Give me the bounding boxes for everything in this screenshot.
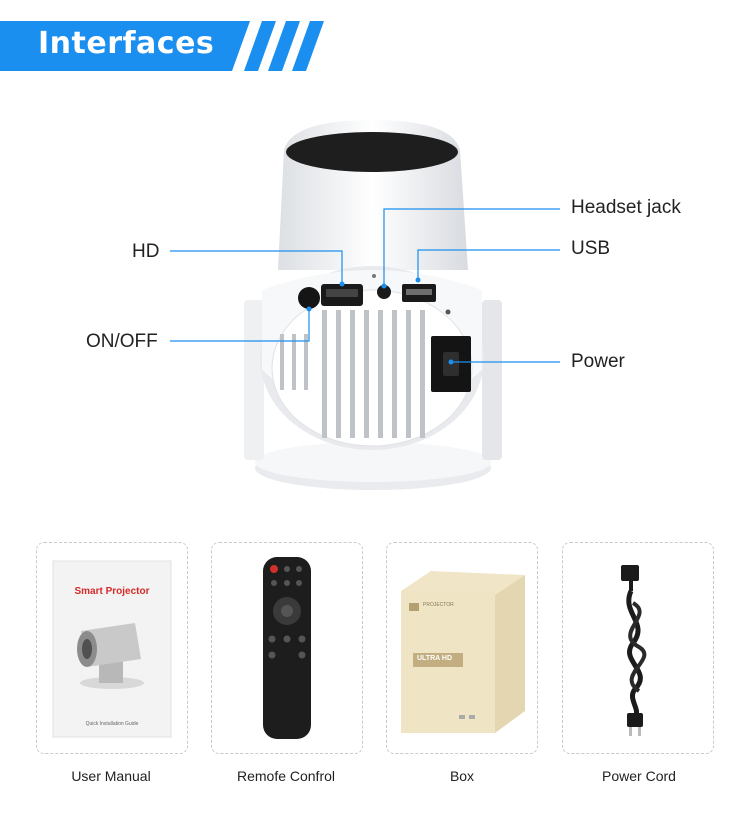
on-off-label: ON/OFF — [86, 331, 158, 352]
remote-card — [211, 542, 363, 754]
power-cord-caption: Power Cord — [602, 768, 676, 784]
user-manual-caption: User Manual — [71, 768, 151, 784]
power-cord-image — [621, 565, 647, 736]
user-manual-card: Smart Projector Quick Installation Guide — [36, 542, 188, 754]
box-image — [401, 571, 525, 733]
box-badge: ULTRA HD — [417, 655, 452, 662]
remote-image — [263, 557, 311, 739]
headset-jack-label: Headset jack — [571, 197, 681, 218]
user-manual-image — [52, 560, 172, 738]
manual-footer: Quick Installation Guide — [85, 721, 139, 727]
header-banner — [0, 21, 324, 71]
box-caption: Box — [449, 768, 475, 784]
power-label: Power — [571, 351, 625, 372]
hd-label: HD — [132, 241, 160, 262]
usb-label: USB — [571, 238, 611, 259]
remote-caption: Remofe Confrol — [236, 768, 336, 784]
box-card: PROJECTOR ULTRA HD — [386, 542, 538, 754]
manual-title: Smart Projector — [74, 586, 150, 597]
box-brand: PROJECTOR — [423, 602, 454, 608]
power-cord-card — [562, 542, 714, 754]
projector-illustration — [170, 120, 560, 490]
page-title: Interfaces — [38, 26, 215, 61]
